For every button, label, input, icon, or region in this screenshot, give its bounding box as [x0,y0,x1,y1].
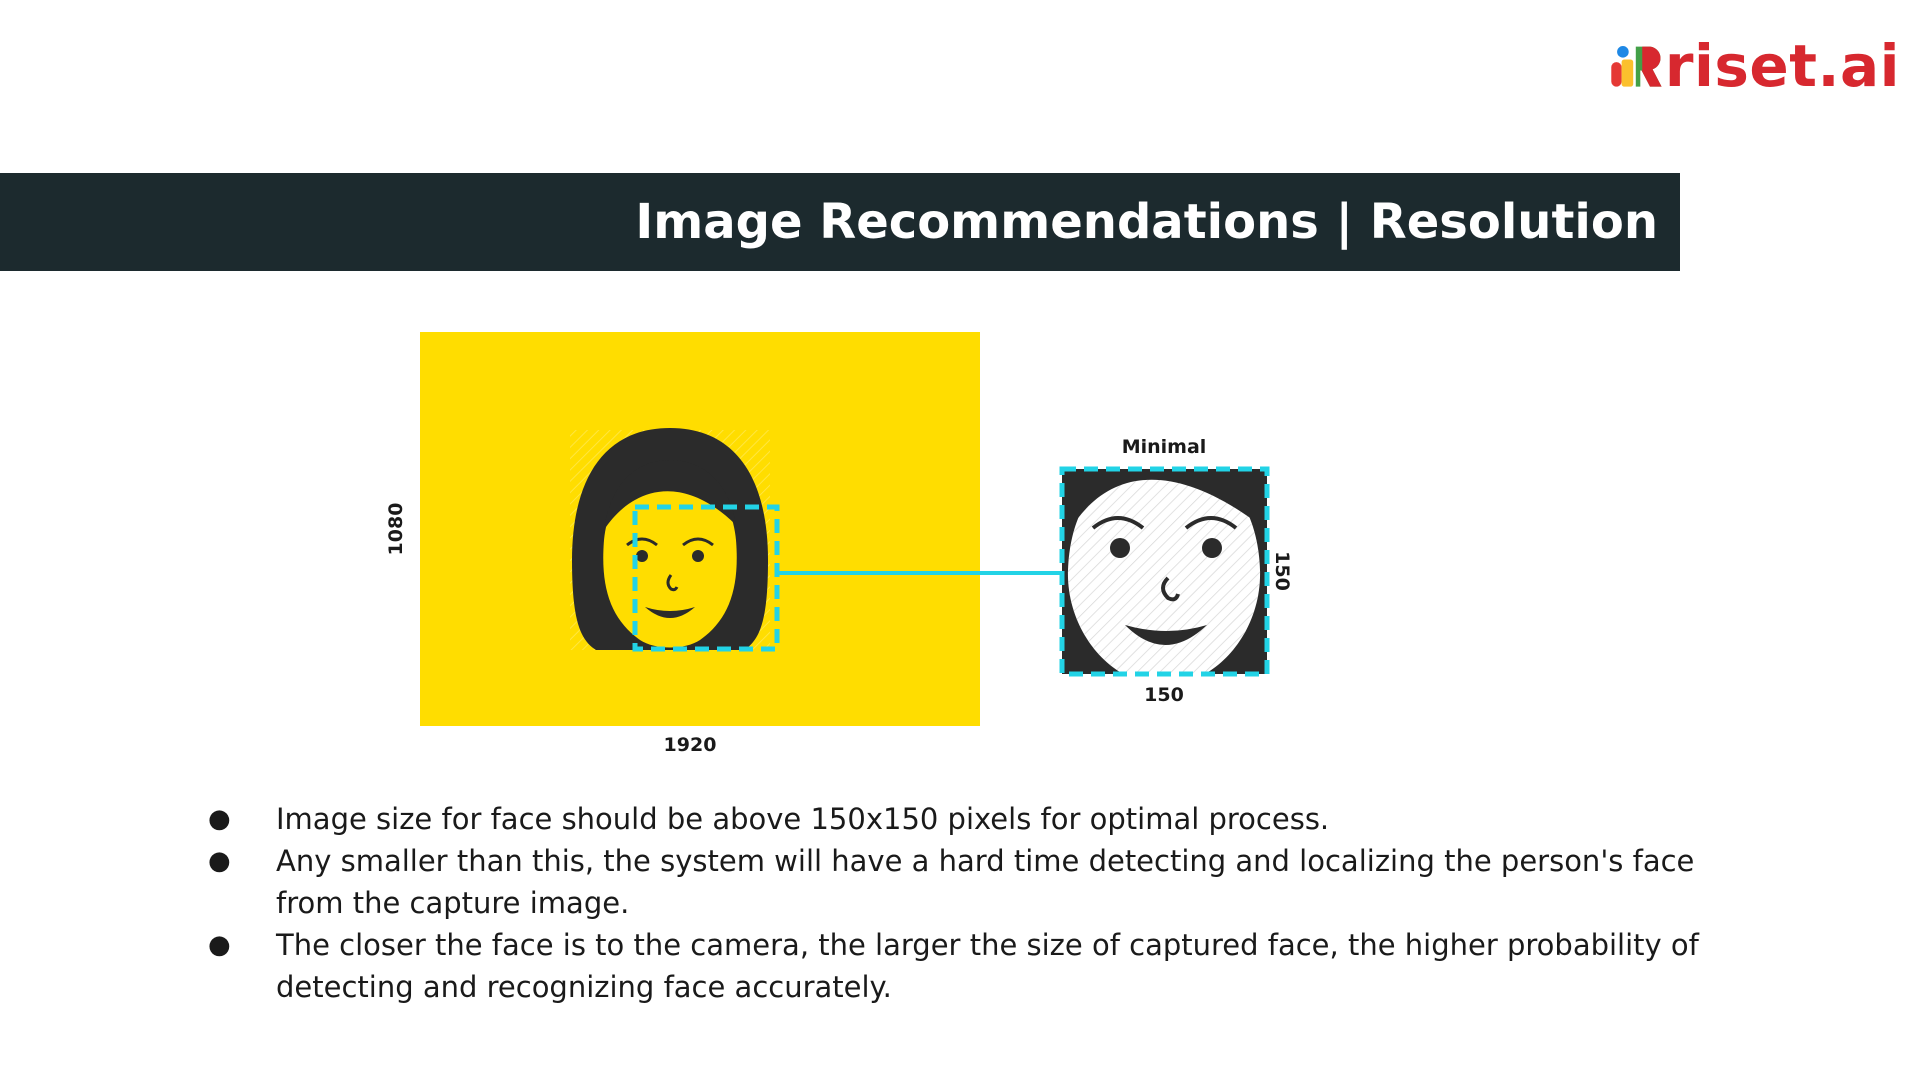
frame-width-label: 1920 [664,734,717,756]
list-item: ● Image size for face should be above 150… [200,798,1760,840]
list-item: ● Any smaller than this, the system will … [200,840,1760,924]
crop-caption: Minimal [1122,436,1207,458]
bullet-icon: ● [208,846,231,876]
cropped-face [1062,469,1267,674]
bullet-icon: ● [208,804,231,834]
resolution-illustration: 1920 1080 Minimal 150 150 [385,332,1293,756]
crop-height-label: 150 [1271,551,1293,591]
bullet-text: Image size for face should be above 150x… [276,802,1330,836]
crop-box [1059,466,1270,677]
recommendation-list: ● Image size for face should be above 150… [200,798,1760,1008]
title-bar: Image Recommendations | Resolution [0,173,1680,271]
bullet-icon: ● [208,930,231,960]
bullet-text: Any smaller than this, the system will h… [276,844,1695,920]
frame-height-label: 1080 [385,503,407,556]
riset-logo-icon [1611,46,1662,87]
list-item: ● The closer the face is to the camera, t… [200,924,1760,1008]
brand-logo: riset.ai [1610,30,1900,102]
bullet-text: The closer the face is to the camera, th… [276,928,1699,1004]
face-in-frame [572,428,768,650]
page-title: Image Recommendations | Resolution [635,194,1658,250]
face-detection-box [632,504,780,652]
crop-width-label: 150 [1144,684,1184,706]
logo-wordmark: riset.ai [1664,32,1900,100]
